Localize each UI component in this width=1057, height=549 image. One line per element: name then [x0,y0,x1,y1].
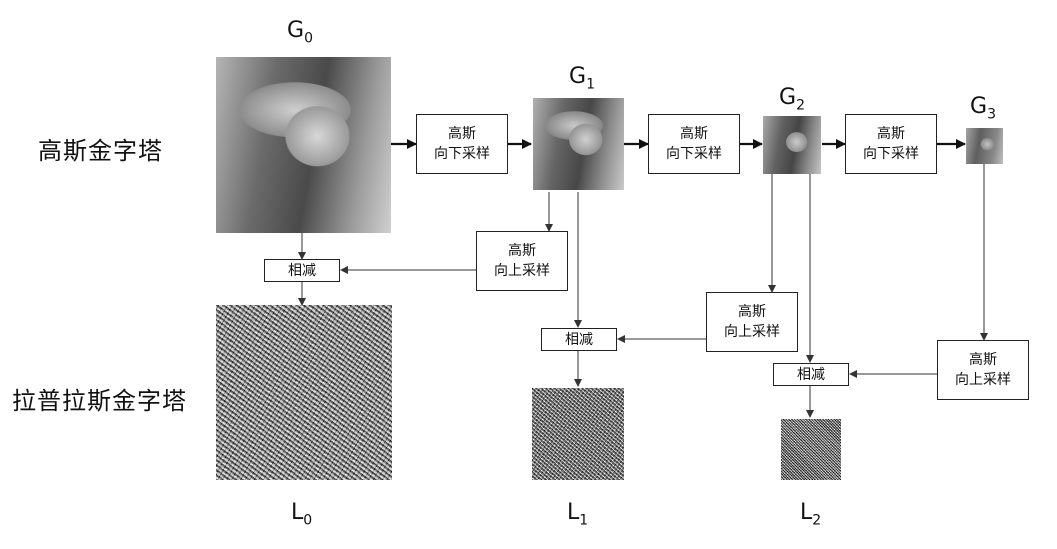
box-line2: 向下采样 [434,146,490,162]
gaussian-upsample-box-3: 高斯 向上采样 [937,340,1029,400]
box-line1: 高斯 [680,126,708,142]
laplacian-pyramid-label: 拉普拉斯金字塔 [12,387,187,415]
gaussian-upsample-box-2: 高斯 向上采样 [706,292,798,352]
g0-image [216,57,391,233]
g1-label: G1 [569,64,595,93]
l2-image [781,419,841,480]
g2-image [763,116,821,174]
gaussian-downsample-box-1: 高斯 向下采样 [416,114,508,174]
subtract-box-2: 相减 [773,363,849,386]
subtract-box-1: 相减 [541,328,617,351]
l1-image [532,388,624,480]
g3-image [966,128,1003,164]
box-line1: 高斯 [448,126,476,142]
box-line1: 高斯 [969,352,997,368]
gaussian-downsample-box-3: 高斯 向下采样 [845,114,937,174]
box-line2: 向下采样 [666,146,722,162]
box-line2: 向下采样 [863,146,919,162]
subtract-label: 相减 [797,366,825,383]
g0-label: G0 [287,18,313,47]
subtract-label: 相减 [288,262,316,279]
gaussian-pyramid-label: 高斯金字塔 [38,137,163,165]
box-line2: 向上采样 [955,372,1011,388]
subtract-label: 相减 [565,331,593,348]
gaussian-downsample-box-2: 高斯 向下采样 [648,114,740,174]
box-line2: 向上采样 [494,263,550,279]
box-line1: 高斯 [877,126,905,142]
g1-image [533,98,624,190]
subtract-box-0: 相减 [264,259,340,282]
l0-image [216,305,392,480]
gaussian-upsample-box-1: 高斯 向上采样 [476,231,568,291]
box-line2: 向上采样 [724,324,780,340]
box-line1: 高斯 [738,304,766,320]
l1-label: L1 [567,500,589,529]
g2-label: G2 [779,85,805,114]
g3-label: G3 [970,94,996,123]
l0-label: L0 [291,500,313,529]
box-line1: 高斯 [508,243,536,259]
l2-label: L2 [800,500,822,529]
